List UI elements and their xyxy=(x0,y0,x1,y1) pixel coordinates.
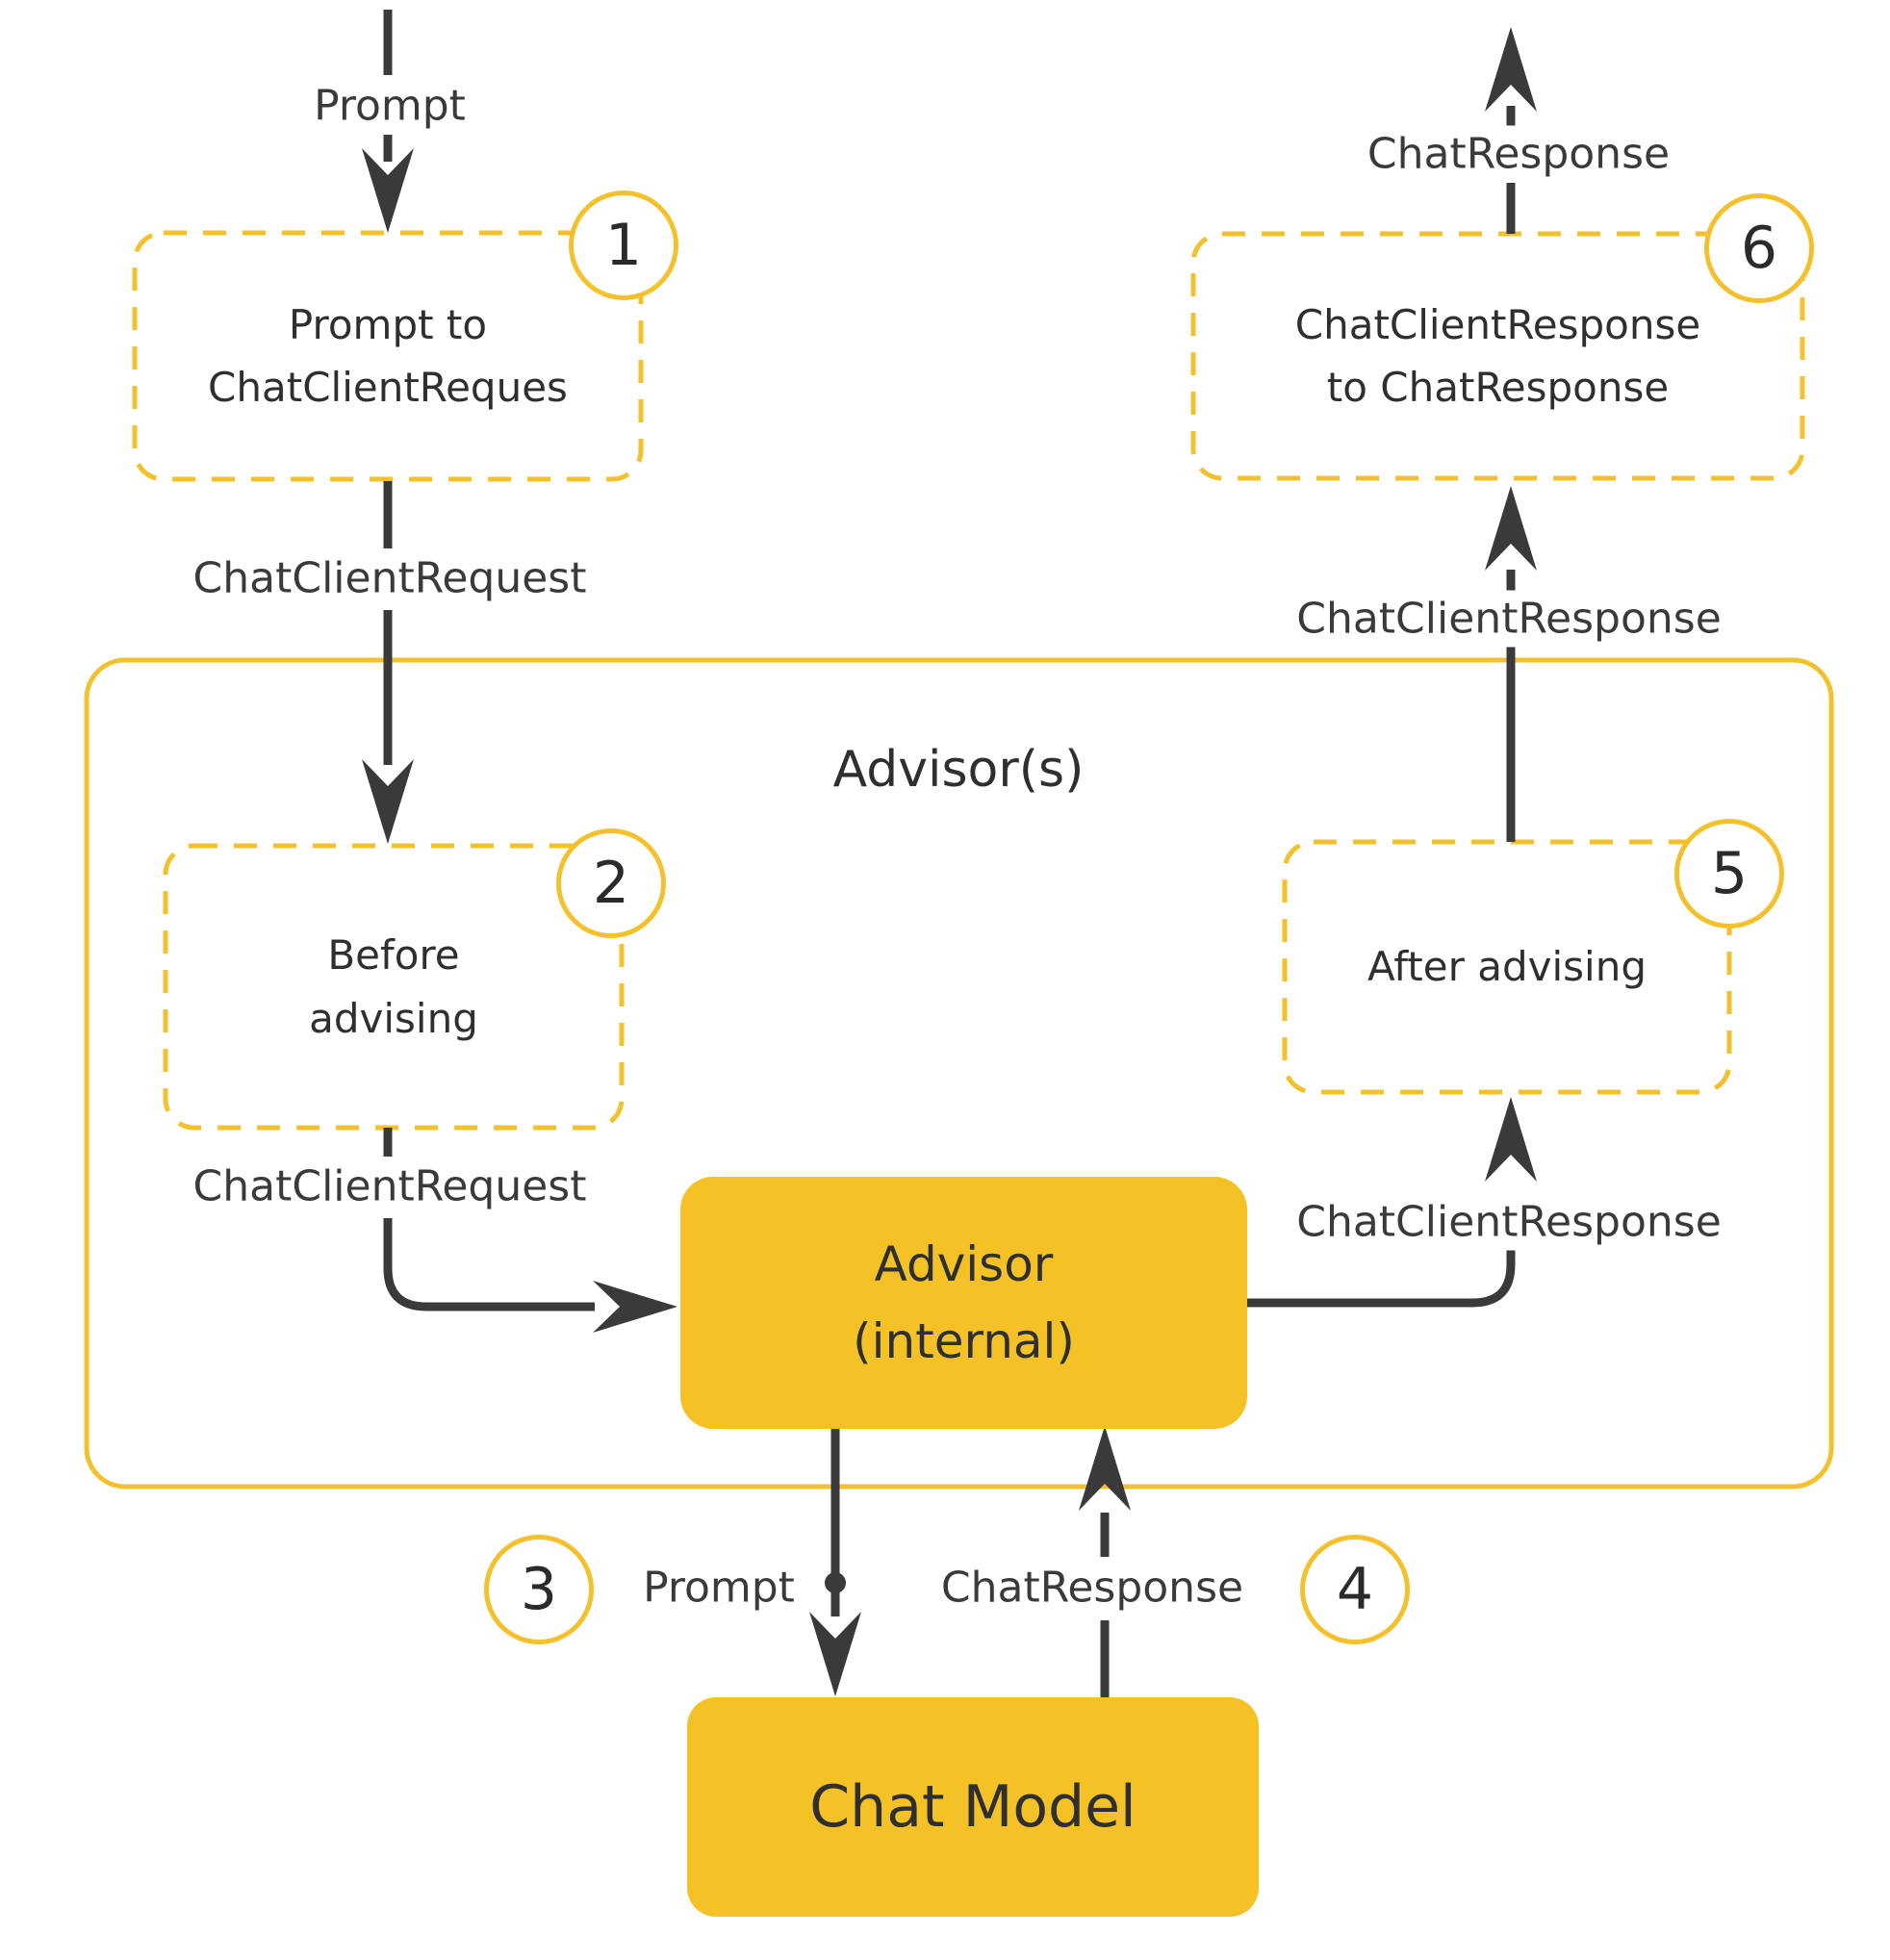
arrow-advisor-internal-to-chat-model xyxy=(809,1429,861,1696)
step1-box-border xyxy=(132,230,644,482)
step4-badge: 4 xyxy=(1300,1535,1410,1644)
step2-line2: advising xyxy=(309,994,478,1042)
step5-box-border xyxy=(1282,839,1732,1095)
step5-badge: 5 xyxy=(1674,819,1784,929)
arrow-prompt-to-step1 xyxy=(362,135,414,233)
step5-line1: After advising xyxy=(1367,943,1647,991)
chat-client-request-label-2: ChatClientRequest xyxy=(181,1158,599,1215)
step2-line1: Before xyxy=(327,931,460,980)
arrow-step6-to-chatresponse xyxy=(1485,27,1537,234)
advisor-internal-label-line1: Advisor xyxy=(874,1236,1054,1292)
step2-box-label: Before advising xyxy=(166,846,622,1128)
advisors-container-title: Advisor(s) xyxy=(832,741,1085,799)
step1-box-label: Prompt to ChatClientReques xyxy=(135,233,641,479)
arrow-step5-to-step6 xyxy=(1485,486,1537,842)
step1-badge: 1 xyxy=(569,191,678,300)
step2-box-border xyxy=(163,843,625,1131)
step3-badge: 3 xyxy=(484,1535,594,1644)
prompt-line-dot xyxy=(825,1572,846,1593)
step1-line1: Prompt to xyxy=(288,300,488,348)
prompt-bottom-label: Prompt xyxy=(631,1559,806,1616)
arrow-step1-to-step2 xyxy=(362,481,414,844)
arrow-step2-to-advisor-internal xyxy=(383,1128,677,1333)
step6-line2: to ChatResponse xyxy=(1326,364,1670,411)
advisor-internal-label-line2: (internal) xyxy=(853,1313,1075,1369)
chat-client-response-label-inner: ChatClientResponse xyxy=(1285,1193,1733,1251)
step5-box-label: After advising xyxy=(1285,842,1729,1092)
arrow-chat-model-to-advisor-internal xyxy=(1079,1426,1131,1697)
chat-response-bottom-label: ChatResponse xyxy=(929,1559,1256,1616)
chat-response-top-label: ChatResponse xyxy=(1355,125,1682,183)
advisors-container-border xyxy=(84,657,1834,1489)
step6-box-label: ChatClientResponse to ChatResponse xyxy=(1193,234,1802,478)
prompt-top-label: Prompt xyxy=(302,77,477,135)
chat-client-response-label-outer: ChatClientResponse xyxy=(1285,590,1733,648)
chat-model-label: Chat Model xyxy=(809,1773,1137,1841)
arrow-advisor-internal-to-step5 xyxy=(1247,1097,1537,1308)
chat-client-request-label-1: ChatClientRequest xyxy=(181,549,599,607)
chat-model-node: Chat Model xyxy=(687,1697,1259,1917)
step6-box-border xyxy=(1190,231,1805,481)
step6-line1: ChatClientResponse xyxy=(1294,300,1701,348)
step2-badge: 2 xyxy=(556,828,666,938)
step6-badge: 6 xyxy=(1704,193,1814,303)
advisor-internal-node: Advisor (internal) xyxy=(680,1177,1247,1429)
step1-line2: ChatClientReques xyxy=(208,364,568,411)
